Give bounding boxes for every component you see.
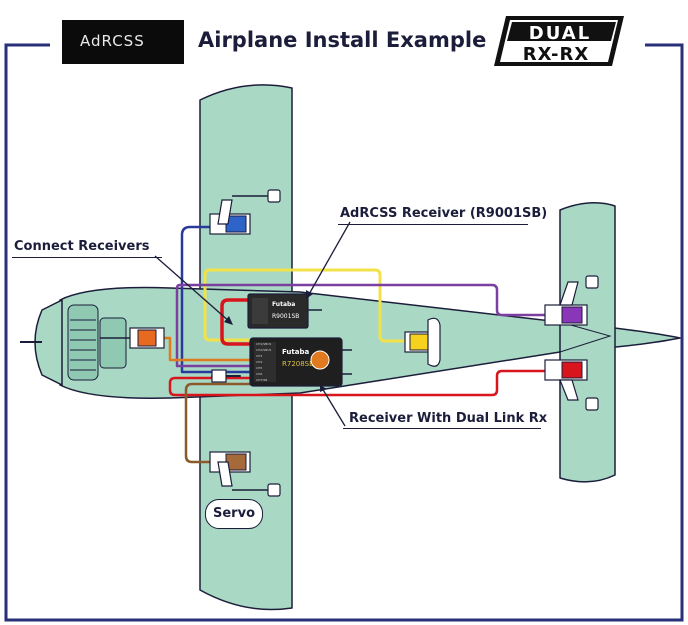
receiver-port-1: CH1/SBUS <box>256 342 271 346</box>
servo-aileron-top <box>209 189 281 235</box>
servo-elevator-bottom <box>544 359 599 411</box>
wire-blue <box>180 225 260 374</box>
receiver-dual-link: Futaba R7208SB CH1/SBUS CH2/SBUS CH3 CH4… <box>249 337 352 387</box>
adrcss-logo: AdRCSS <box>62 20 184 64</box>
tail-outline <box>559 321 612 353</box>
receiver-port-4: CH4 <box>256 360 262 364</box>
wire-purple <box>175 283 554 368</box>
receiver-port-2: CH2/SBUS <box>256 348 271 352</box>
receiver-adrcss: Futaba R9001SB <box>247 293 322 329</box>
callouts <box>154 221 351 427</box>
receiver-main-brand: Futaba <box>282 348 309 356</box>
servo-aileron-bottom <box>209 451 281 497</box>
receiver-adrcss-brand: Futaba <box>272 301 295 308</box>
receiver-main-logo <box>310 350 330 370</box>
adrcss-logo-text: AdRCSS <box>80 32 145 50</box>
wire-yellow <box>203 268 417 343</box>
wire-orange <box>158 336 260 362</box>
label-servo: Servo <box>205 499 263 529</box>
servo-throttle <box>100 327 165 349</box>
label-dual-link-receiver: Receiver With Dual Link Rx <box>349 411 548 426</box>
servo-elevator-top <box>544 275 599 326</box>
receiver-port-7: CH7/SB <box>256 378 267 382</box>
label-adrcss-underline <box>338 224 528 225</box>
receiver-port-5: CH5 <box>256 366 262 370</box>
horizontal-stabilizer <box>559 202 616 483</box>
receiver-port-6: CH6 <box>256 372 262 376</box>
label-dual-link-underline <box>343 428 541 429</box>
label-connect-underline <box>12 257 162 258</box>
receiver-main-model: R7208SB <box>282 360 314 368</box>
wire-red <box>168 369 554 397</box>
wire-red-connect <box>220 298 252 346</box>
cowl <box>34 299 63 386</box>
callout-arrowheads <box>224 290 327 392</box>
dual-logo-line2: RX-RX <box>523 44 589 65</box>
label-connect-receivers: Connect Receivers <box>14 239 150 254</box>
label-adrcss-receiver: AdRCSS Receiver (R9001SB) <box>340 206 548 221</box>
servo-rudder <box>404 317 441 367</box>
wire-brown <box>184 382 260 464</box>
wiring <box>158 225 554 464</box>
dual-rx-rx-logo: DUAL RX-RX <box>494 16 624 66</box>
page-frame <box>4 43 684 622</box>
dual-link-connector <box>211 369 227 383</box>
receiver-adrcss-model: R9001SB <box>272 313 299 320</box>
page-title: Airplane Install Example <box>198 28 487 52</box>
engine <box>20 304 127 381</box>
receiver-port-3: CH3 <box>256 354 262 358</box>
dual-logo-line1: DUAL <box>529 23 591 44</box>
